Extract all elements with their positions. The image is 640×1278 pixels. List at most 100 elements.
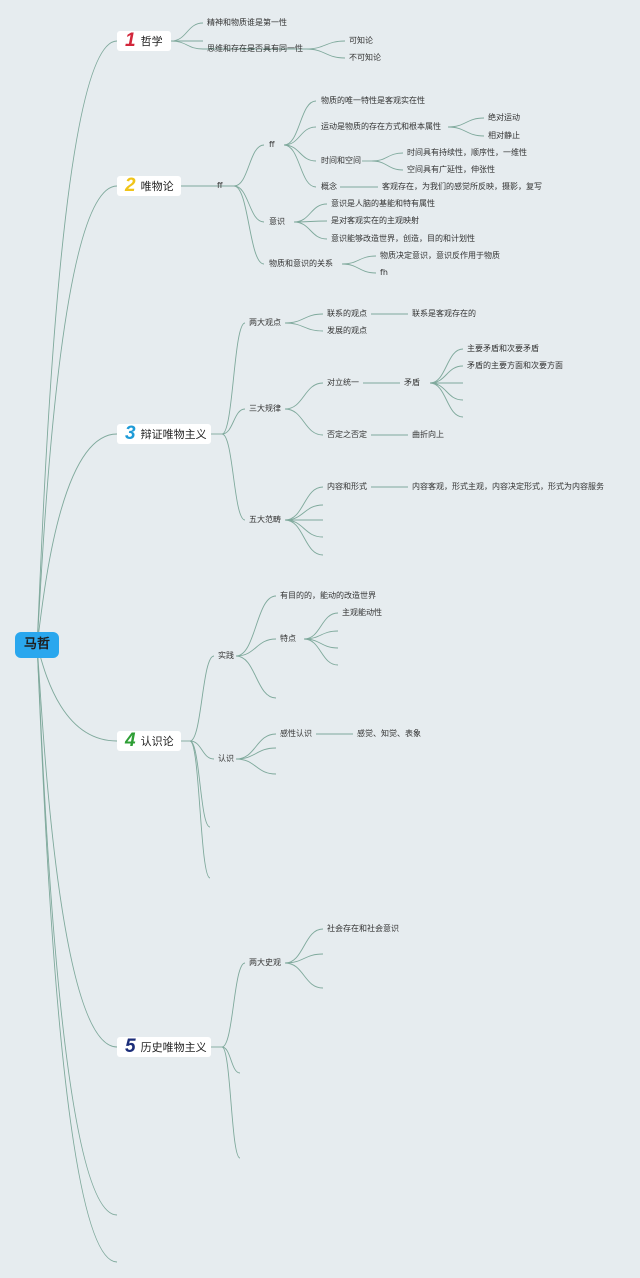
node-ff-1[interactable]: ff — [217, 181, 223, 190]
node-objective-reality[interactable]: 物质的唯一特性是客观实在性 — [321, 96, 425, 105]
connector-edge — [283, 126, 317, 146]
connector-edge — [221, 322, 246, 435]
node-concept-definition[interactable]: 客观存在，为我们的感觉所反映，摄影，复写 — [382, 182, 542, 191]
node-concept[interactable]: 概念 — [321, 182, 337, 191]
node-unity-of-opposites[interactable]: 对立统一 — [327, 378, 359, 387]
connector-edge — [284, 519, 324, 538]
node-subjective-initiative[interactable]: 主观能动性 — [342, 608, 382, 617]
node-two-views[interactable]: 两大观点 — [249, 318, 281, 327]
node-matter-consciousness-relation[interactable]: 物质和意识的关系 — [269, 259, 333, 268]
node-absolute-motion[interactable]: 绝对运动 — [488, 113, 520, 122]
section-label: 哲学 — [140, 35, 163, 48]
node-cognition[interactable]: 认识 — [218, 754, 234, 763]
node-consciousness-3[interactable]: 意识能够改造世界，创造，目的和计划性 — [331, 234, 475, 243]
node-spirit-matter[interactable]: 精神和物质谁是第一性 — [207, 18, 287, 27]
connector-edge — [284, 382, 324, 410]
connector-edge — [429, 382, 464, 418]
connector-edge — [284, 322, 324, 332]
connector-edge — [235, 655, 277, 699]
node-perceptual-definition[interactable]: 感觉、知觉、表象 — [357, 729, 421, 738]
connector-edge — [303, 638, 339, 666]
connector-edge — [235, 638, 277, 657]
connector-edge — [189, 740, 211, 828]
node-principal-contradiction[interactable]: 主要矛盾和次要矛盾 — [467, 344, 539, 353]
node-unknowable[interactable]: 不可知论 — [349, 53, 381, 62]
node-consciousness-2[interactable]: 是对客观实在的主观映射 — [331, 216, 419, 225]
node-practice-definition[interactable]: 有目的的，能动的改造世界 — [280, 591, 376, 600]
connector-edge — [371, 160, 404, 171]
node-motion[interactable]: 运动是物质的存在方式和根本属性 — [321, 122, 441, 131]
node-five-categories[interactable]: 五大范畴 — [249, 515, 281, 524]
connector-edge — [429, 348, 464, 384]
node-consciousness[interactable]: 意识 — [269, 217, 285, 226]
node-relation-1[interactable]: 物质决定意识，意识反作用于物质 — [380, 251, 500, 260]
node-time-property[interactable]: 时间具有持续性，顺序性，一维性 — [407, 148, 527, 157]
node-content-form-definition[interactable]: 内容客观，形式主观，内容决定形式，形式为内容服务 — [412, 482, 604, 491]
connector-edge — [305, 48, 346, 59]
section-number: 1 — [125, 30, 136, 51]
connector-edge — [36, 40, 118, 646]
node-relation-2[interactable]: fh — [380, 268, 388, 277]
node-perceptual-cognition[interactable]: 感性认识 — [280, 729, 312, 738]
connector-edge — [447, 117, 485, 128]
connector-edge — [283, 144, 317, 188]
connector-edge — [284, 962, 324, 989]
connector-edge — [284, 486, 324, 521]
section-number: 5 — [125, 1036, 136, 1057]
connector-edge — [284, 519, 324, 556]
node-three-laws[interactable]: 三大规律 — [249, 404, 281, 413]
node-social-existence[interactable]: 社会存在和社会意识 — [327, 924, 399, 933]
node-negation-of-negation[interactable]: 否定之否定 — [327, 430, 367, 439]
connector-edge — [235, 733, 277, 760]
section-dialectics[interactable]: 3 辩证唯物主义 — [117, 424, 211, 444]
section-number: 3 — [125, 423, 136, 444]
connector-edge — [170, 22, 204, 42]
connector-edge — [293, 203, 328, 223]
node-content-form[interactable]: 内容和形式 — [327, 482, 367, 491]
section-philosophy[interactable]: 1 哲学 — [117, 31, 171, 51]
node-contradiction[interactable]: 矛盾 — [404, 378, 420, 387]
connector-edge — [189, 655, 215, 742]
node-connection-view[interactable]: 联系的观点 — [327, 309, 367, 318]
section-materialism[interactable]: 2 唯物论 — [117, 176, 181, 196]
connector-edge — [170, 40, 204, 50]
connector-edge — [36, 644, 118, 1263]
node-connection-definition[interactable]: 联系是客观存在的 — [412, 309, 476, 318]
node-features[interactable]: 特点 — [280, 634, 296, 643]
connector-edge — [36, 185, 118, 646]
connector-edge — [447, 126, 485, 137]
connector-edge — [235, 747, 277, 760]
connector-edge — [303, 612, 339, 640]
connector-edge — [429, 382, 464, 401]
connector-edge — [284, 408, 324, 436]
node-relative-rest[interactable]: 相对静止 — [488, 131, 520, 140]
connector-edge — [429, 365, 464, 384]
section-historical-materialism[interactable]: 5 历史唯物主义 — [117, 1037, 211, 1057]
node-two-historical-views[interactable]: 两大史观 — [249, 958, 281, 967]
connector-edge — [36, 644, 118, 742]
connector-edge — [305, 40, 346, 50]
node-knowable[interactable]: 可知论 — [349, 36, 373, 45]
connector-edge — [235, 758, 277, 775]
node-development-view[interactable]: 发展的观点 — [327, 326, 367, 335]
root-node[interactable]: 马哲 — [15, 632, 59, 658]
node-time-space[interactable]: 时间和空间 — [321, 156, 361, 165]
node-principal-aspect[interactable]: 矛盾的主要方面和次要方面 — [467, 361, 563, 370]
section-number: 2 — [125, 175, 136, 196]
section-epistemology[interactable]: 4 认识论 — [117, 731, 181, 751]
connector-edge — [283, 144, 317, 162]
node-consciousness-1[interactable]: 意识是人脑的基能和特有属性 — [331, 199, 435, 208]
connector-edge — [284, 928, 324, 964]
connector-edge — [235, 595, 277, 657]
connector-edge — [233, 185, 265, 265]
node-practice[interactable]: 实践 — [218, 651, 234, 660]
connector-edge — [36, 644, 118, 1048]
node-thinking-existence[interactable]: 思维和存在是否具有同一性 — [207, 44, 303, 53]
connector-edge — [221, 1046, 241, 1074]
node-negation-definition[interactable]: 曲折向上 — [412, 430, 444, 439]
node-space-property[interactable]: 空间具有广延性，伸张性 — [407, 165, 495, 174]
connector-edge — [341, 255, 377, 265]
section-label: 历史唯物主义 — [140, 1041, 207, 1054]
node-ff-2[interactable]: ff — [269, 140, 275, 149]
